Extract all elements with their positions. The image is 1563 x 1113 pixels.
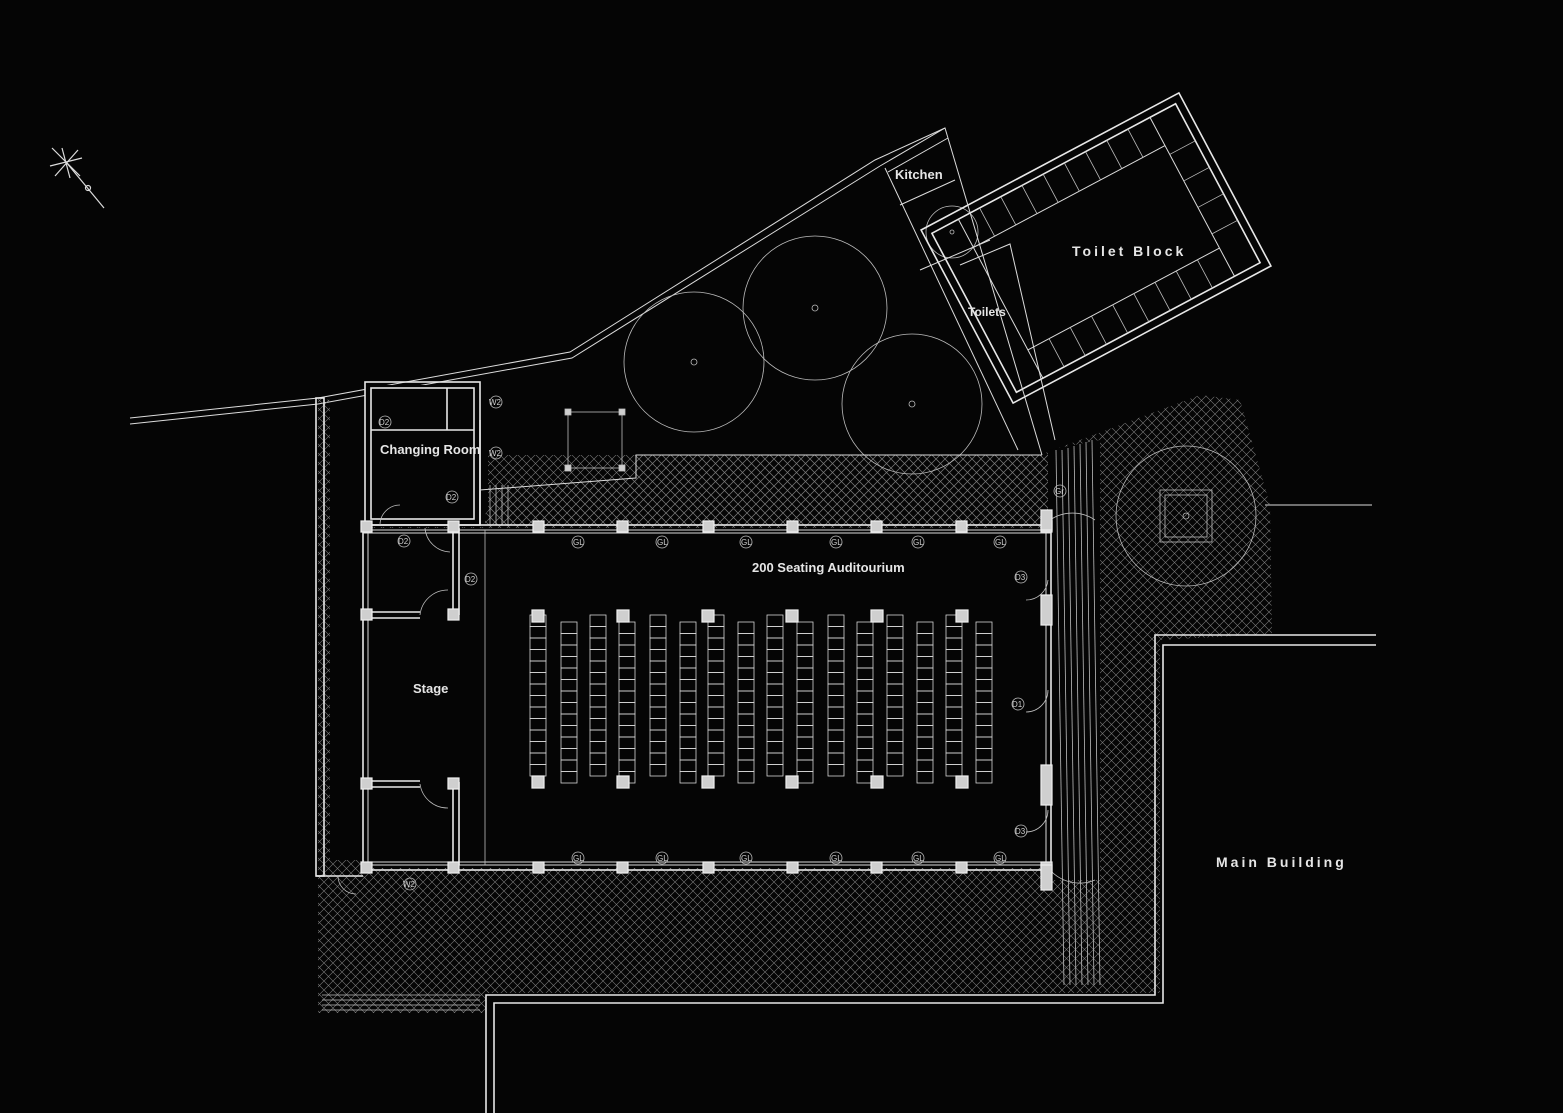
gl-tag: GL [741, 538, 752, 547]
interior-column [701, 775, 715, 789]
seat [707, 764, 725, 777]
site-boundary [129, 127, 1372, 506]
tag-d1: D1 [1012, 700, 1023, 709]
gl-tag: GL [995, 538, 1006, 547]
gl-tag-circle [829, 851, 843, 865]
kitchen-label: Kitchen [895, 167, 943, 182]
north-arrow-icon [49, 147, 105, 209]
gl-tag-circle [993, 535, 1007, 549]
gl-tag: GL [657, 538, 668, 547]
gl-tag: GL [657, 854, 668, 863]
interior-column [955, 609, 969, 623]
steps [322, 439, 1101, 1011]
gl-tag: GL [741, 854, 752, 863]
interior-column [616, 609, 630, 623]
gl-tag-circle [655, 535, 669, 549]
seating-rows [529, 609, 993, 789]
gl-tag: GL [831, 538, 842, 547]
gl-tag-circle [739, 851, 753, 865]
gl-tag: GL [573, 854, 584, 863]
toilet-block [919, 91, 1273, 405]
seat [916, 771, 934, 784]
gl-tag-circle [739, 535, 753, 549]
tag-d3: D3 [1015, 573, 1026, 582]
interior-column [785, 775, 799, 789]
gl-tag-circle [571, 535, 585, 549]
seat [737, 771, 755, 784]
gl-tag-circle [829, 535, 843, 549]
interior-column [701, 609, 715, 623]
room-labels: Changing Room Stage 200 Seating Auditour… [380, 167, 1347, 870]
gl-tag-circle [571, 851, 585, 865]
main-building-label: Main Building [1216, 854, 1347, 870]
tag-gr: Gr [1055, 487, 1064, 496]
gl-tags: GL GL GL GL GL GL GL GL GL GL GL GL [571, 535, 1007, 865]
tag-d3: D3 [1015, 827, 1026, 836]
tag-d2: D2 [379, 418, 390, 427]
door-window-tags: D2 D2 D2 D2 W2 W2 W2 D3 D3 D1 Gr [378, 395, 1067, 891]
courtyard-wall [479, 420, 1042, 491]
tag-d2: D2 [465, 575, 476, 584]
gl-tag-circle [655, 851, 669, 865]
seat [679, 771, 697, 784]
interior-column [870, 775, 884, 789]
auditorium-columns [360, 509, 1053, 891]
gl-tag: GL [995, 854, 1006, 863]
seat [975, 771, 993, 784]
changing-room-label-line1: Changing Room [380, 442, 480, 457]
interior-column [616, 775, 630, 789]
changing-room-label: Changing Room [380, 442, 480, 457]
gl-tag: GL [913, 854, 924, 863]
tag-w2: W2 [489, 398, 502, 407]
auditorium-label: 200 Seating Auditourium [752, 560, 905, 575]
toilets-label: Toilets [968, 305, 1006, 319]
kitchen-annex [879, 127, 1056, 456]
main-building-outline [485, 634, 1376, 1113]
gl-tag-circle [911, 535, 925, 549]
interior-column [785, 609, 799, 623]
seat [945, 764, 963, 777]
gl-tag: GL [913, 538, 924, 547]
trees [623, 205, 1257, 587]
gl-tag-circle [993, 851, 1007, 865]
toilet-block-label: Toilet Block [1072, 243, 1186, 259]
gl-tag: GL [573, 538, 584, 547]
seat [886, 764, 904, 777]
interior-column [955, 775, 969, 789]
seat [589, 764, 607, 777]
seat [827, 764, 845, 777]
gl-tag: GL [831, 854, 842, 863]
interior-column [531, 609, 545, 623]
seat [766, 764, 784, 777]
interior-column [531, 775, 545, 789]
tag-w2: W2 [489, 449, 502, 458]
seat [649, 764, 667, 777]
interior-column [870, 609, 884, 623]
pavilion [564, 408, 626, 472]
door-swings [337, 504, 1096, 895]
tag-w2: W2 [403, 880, 416, 889]
tag-d2: D2 [446, 493, 457, 502]
tag-d2: D2 [398, 537, 409, 546]
stage-label: Stage [413, 681, 448, 696]
seat [560, 771, 578, 784]
gl-tag-circle [911, 851, 925, 865]
